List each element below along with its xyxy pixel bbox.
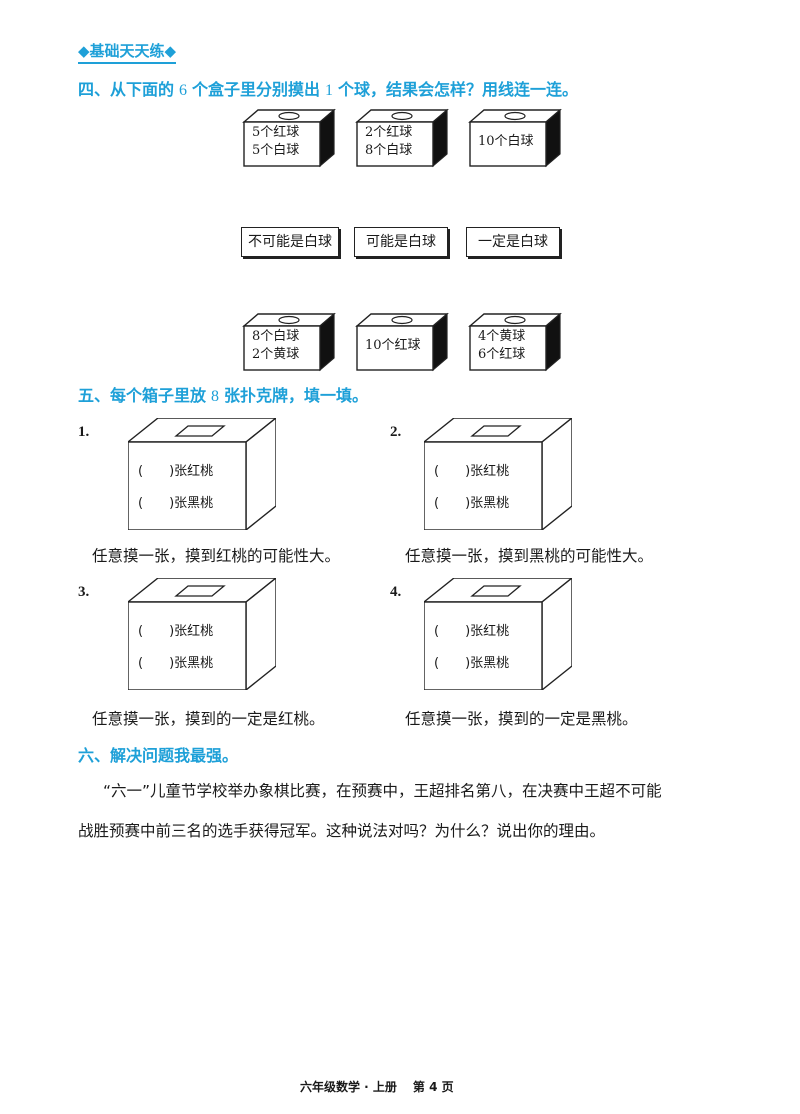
card-box-3-drawing — [128, 578, 276, 690]
q5-item-2-number: 2. — [390, 424, 402, 440]
label-possible-white: 可能是白球 — [354, 227, 448, 257]
q5-suffix: 张扑克牌，填一填。 — [224, 386, 369, 405]
card-box-2-black: ( )张黑桃 — [434, 496, 510, 511]
footer-page-number: 第 4 页 — [412, 1080, 454, 1094]
q5-item-4-caption: 任意摸一张，摸到的一定是黑桃。 — [405, 710, 638, 728]
q6-line-1: “六一”儿童节学校举办象棋比赛，在预赛中，王超排名第八，在决赛中王超不可能 — [103, 782, 662, 800]
card-box-3-red: ( )张红桃 — [138, 624, 214, 639]
ball-box-3-drawing — [468, 108, 562, 168]
ball-box-2-drawing — [355, 108, 449, 168]
ball-box-4-line2: 2个黄球 — [252, 347, 300, 362]
q5-item-3-number: 3. — [78, 584, 90, 600]
q4-prefix: 四、从下面的 — [78, 80, 175, 99]
q5-item-2-caption: 任意摸一张，摸到黑桃的可能性大。 — [405, 547, 654, 565]
ball-box-1-line2: 5个白球 — [252, 143, 300, 158]
card-box-2-drawing — [424, 418, 572, 530]
q4-mid: 个盒子里分别摸出 — [192, 80, 321, 99]
q5-num: 8 — [211, 388, 220, 405]
q5-prefix: 五、每个箱子里放 — [78, 386, 207, 405]
ball-box-2: 2个红球 8个白球 — [355, 108, 449, 168]
q4-num2: 1 — [325, 82, 334, 99]
section-tag: ◆基础天天练◆ — [78, 40, 177, 64]
ball-box-6-drawing — [468, 312, 562, 372]
card-box-2: ( )张红桃 ( )张黑桃 — [424, 418, 572, 530]
card-box-4: ( )张红桃 ( )张黑桃 — [424, 578, 572, 690]
footer-book: 六年级数学 · 上册 — [300, 1080, 397, 1094]
question-6-heading: 六、解决问题我最强。 — [78, 746, 239, 765]
ball-box-5: 10个红球 — [355, 312, 449, 372]
q5-item-1-number: 1. — [78, 424, 90, 440]
footer: 六年级数学 · 上册 第 4 页 — [300, 1078, 454, 1095]
q4-suffix: 个球，结果会怎样？用线连一连。 — [338, 80, 579, 99]
card-box-4-red: ( )张红桃 — [434, 624, 510, 639]
ball-box-4-line1: 8个白球 — [252, 329, 300, 344]
card-box-3: ( )张红桃 ( )张黑桃 — [128, 578, 276, 690]
ball-box-3: 10个白球 — [468, 108, 562, 168]
card-box-1: ( )张红桃 ( )张黑桃 — [128, 418, 276, 530]
card-box-2-red: ( )张红桃 — [434, 464, 510, 479]
ball-box-2-line1: 2个红球 — [365, 125, 413, 140]
q6-line-2: 战胜预赛中前三名的选手获得冠军。这种说法对吗？为什么？说出你的理由。 — [78, 822, 606, 840]
ball-box-5-line1: 10个红球 — [365, 338, 421, 353]
ball-box-1-drawing — [242, 108, 336, 168]
card-box-4-black: ( )张黑桃 — [434, 656, 510, 671]
card-box-1-red: ( )张红桃 — [138, 464, 214, 479]
ball-box-4: 8个白球 2个黄球 — [242, 312, 336, 372]
ball-box-1: 5个红球 5个白球 — [242, 108, 336, 168]
label-certain-white: 一定是白球 — [466, 227, 560, 257]
card-box-1-drawing — [128, 418, 276, 530]
ball-box-4-drawing — [242, 312, 336, 372]
q5-item-4-number: 4. — [390, 584, 402, 600]
q4-num1: 6 — [179, 82, 188, 99]
q5-item-3-caption: 任意摸一张，摸到的一定是红桃。 — [92, 710, 325, 728]
card-box-3-black: ( )张黑桃 — [138, 656, 214, 671]
ball-box-5-drawing — [355, 312, 449, 372]
ball-box-3-line1: 10个白球 — [478, 134, 534, 149]
ball-box-1-line1: 5个红球 — [252, 125, 300, 140]
ball-box-6-line2: 6个红球 — [478, 347, 526, 362]
card-box-4-drawing — [424, 578, 572, 690]
ball-box-6-line1: 4个黄球 — [478, 329, 526, 344]
ball-box-2-line2: 8个白球 — [365, 143, 413, 158]
label-impossible-white: 不可能是白球 — [241, 227, 339, 257]
q5-item-1-caption: 任意摸一张，摸到红桃的可能性大。 — [92, 547, 341, 565]
card-box-1-black: ( )张黑桃 — [138, 496, 214, 511]
ball-box-6: 4个黄球 6个红球 — [468, 312, 562, 372]
